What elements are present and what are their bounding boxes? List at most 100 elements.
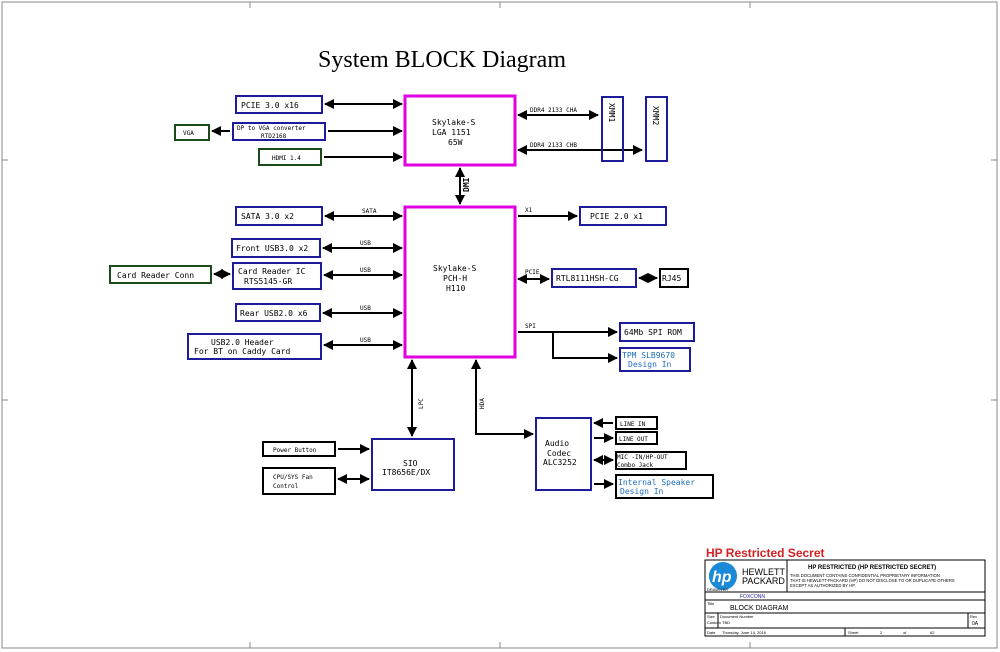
fan-control-label: CPU/SYS Fan (273, 474, 313, 481)
power-button-label: Power Button (273, 447, 317, 454)
title-field-label: Title (707, 601, 715, 606)
cpu-socket: LGA 1151 (432, 128, 471, 137)
title-block-header: HP RESTRICTED (HP RESTRICTED SECRET) (808, 565, 936, 571)
sio-box (371, 438, 455, 491)
title-block (704, 559, 986, 637)
line-out-label: LINE OUT (619, 436, 648, 443)
pcie16-box (235, 95, 323, 114)
xmm2-label: XMM2 (651, 106, 660, 125)
dp-vga-label: DP to VGA converter (237, 125, 306, 132)
speaker-design-in: Design In (620, 487, 664, 496)
pch-type: PCH-H (443, 274, 467, 283)
doc-number-label: Document Number (720, 614, 754, 619)
pch-name: Skylake-S (433, 264, 477, 273)
fan-control-desc: Control (273, 483, 299, 490)
hdmi-label: HDMI 1.4 (272, 155, 301, 162)
confidential-line-2: THAT IS HEWLETT-PACKARD (HP) DO NOT DISC… (790, 578, 955, 583)
xmm2-slot (645, 96, 668, 162)
lan-box (551, 268, 637, 288)
date-value: Thursday, June 14, 2016 (722, 630, 767, 635)
sheet-label: Sheet (848, 630, 859, 635)
ddr-cha-label: DDR4 2133 CHA (530, 107, 577, 114)
usb-bus-label-4: USB (360, 337, 371, 344)
ddr-chb-label: DDR4 2133 CHB (530, 142, 577, 149)
size-field-label: Size (707, 614, 716, 619)
rev-value: 0A (972, 621, 979, 627)
codec-box (535, 417, 592, 491)
card-ic-chip: RTS5145-GR (244, 277, 292, 286)
sata-box (235, 206, 323, 226)
codec-chip: ALC3252 (543, 458, 577, 467)
usb-bus-label-3: USB (360, 305, 371, 312)
dp-vga-chip: RTD2168 (261, 133, 287, 140)
tpm-label: TPM SLB9670 (622, 351, 675, 360)
x1-bus-label: X1 (525, 207, 533, 214)
front-usb-label: Front USB3.0 x2 (236, 244, 308, 253)
usb-bus-label-2: USB (360, 267, 371, 274)
cpu-name: Skylake-S (432, 118, 476, 127)
restricted-label: HP Restricted Secret (706, 546, 825, 560)
codec-label-2: Codec (547, 449, 571, 458)
tpm-link (552, 332, 618, 363)
tpm-design-in: Design In (628, 360, 672, 369)
card-ic-box (232, 262, 322, 290)
confidential-line-1: THIS DOCUMENT CONTAINS CONFIDENTIAL PROP… (790, 573, 940, 578)
usb-bus-label-1: USB (360, 240, 371, 247)
lpc-label: LPC (418, 398, 425, 409)
cpu-tdp: 65W (448, 138, 463, 147)
speaker-label: Internal Speaker (618, 478, 695, 487)
hewlett-label: HEWLETT (742, 567, 786, 577)
sio-chip: IT8656E/DX (382, 468, 430, 477)
combo-jack-box (615, 451, 687, 470)
doc-number-value: TBD (722, 620, 730, 625)
doc-title: BLOCK DIAGRAM (730, 605, 789, 612)
rev-label: Rev (970, 614, 977, 619)
pcie-bus-label: PCIE (525, 269, 540, 276)
dmi-label: DMI (462, 177, 471, 192)
vga-box (174, 124, 210, 141)
pch-block (403, 205, 517, 359)
sio-label: SIO (403, 459, 418, 468)
cpu-block (403, 94, 517, 167)
card-ic-label: Card Reader IC (238, 267, 306, 276)
pch-model: H110 (446, 284, 465, 293)
of-value: 62 (930, 630, 935, 635)
card-conn-box (109, 265, 212, 284)
size-value: Custom (707, 620, 721, 625)
lan-label: RTL8111HSH-CG (556, 274, 619, 283)
rear-usb-label: Rear USB2.0 x6 (240, 309, 308, 318)
spi-rom-label: 64Mb SPI ROM (624, 328, 682, 337)
spi-bus-label: SPI (525, 323, 536, 330)
of-label: of (903, 630, 907, 635)
sheet-value: 2 (880, 630, 883, 635)
xmm1-slot (601, 96, 624, 162)
card-conn-label: Card Reader Conn (117, 271, 194, 280)
pcie-x1-box (579, 206, 667, 226)
xmm1-label: XMM1 (607, 103, 616, 122)
fan-control-box (262, 467, 336, 495)
packard-label: PACKARD (742, 576, 785, 586)
page-title: System BLOCK Diagram (318, 47, 566, 73)
hdmi-box (258, 148, 322, 166)
spi-rom-box (619, 322, 695, 342)
hp-logo-text: hp (712, 569, 732, 586)
date-label: Date (707, 630, 716, 635)
combo-jack-desc: Combo Jack (617, 462, 654, 469)
drawn-by-label: DRAWN BY (707, 587, 729, 592)
sata-label: SATA 3.0 x2 (241, 212, 294, 221)
vga-label: VGA (183, 130, 194, 137)
usb-header-box (187, 333, 322, 360)
front-usb-box (231, 238, 321, 258)
dp-vga-box (232, 122, 326, 141)
hda-label: HDA (479, 398, 486, 409)
speaker-box (615, 474, 714, 499)
combo-jack-label: MIC -IN/HP-OUT (617, 454, 668, 461)
rj45-box (659, 268, 689, 288)
rear-usb-box (235, 303, 321, 322)
rj45-label: RJ45 (662, 274, 681, 283)
foxconn-label: FOXCONN (740, 594, 765, 600)
hp-logo-icon (709, 562, 737, 590)
